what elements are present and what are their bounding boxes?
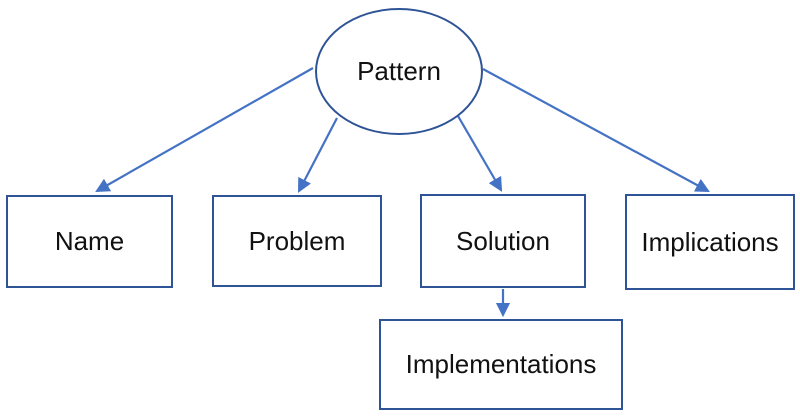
solution-node: Solution	[420, 194, 586, 288]
arrow-pattern-to-implications	[482, 68, 710, 193]
pattern-label: Pattern	[357, 56, 441, 86]
arrow-pattern-to-solution	[457, 115, 503, 192]
solution-label: Solution	[456, 225, 550, 256]
problem-node: Problem	[212, 195, 382, 287]
name-label: Name	[54, 226, 125, 256]
arrow-pattern-to-name	[95, 67, 314, 193]
implications-label: Implications	[641, 226, 779, 257]
implications-node: Implications	[625, 194, 795, 290]
pattern-node: Pattern	[315, 8, 483, 135]
implementations-label: Implementations	[405, 349, 597, 379]
arrow-pattern-to-problem	[298, 117, 338, 193]
name-node: Name	[6, 195, 173, 288]
implementations-node: Implementations	[379, 319, 623, 410]
problem-label: Problem	[248, 225, 346, 256]
